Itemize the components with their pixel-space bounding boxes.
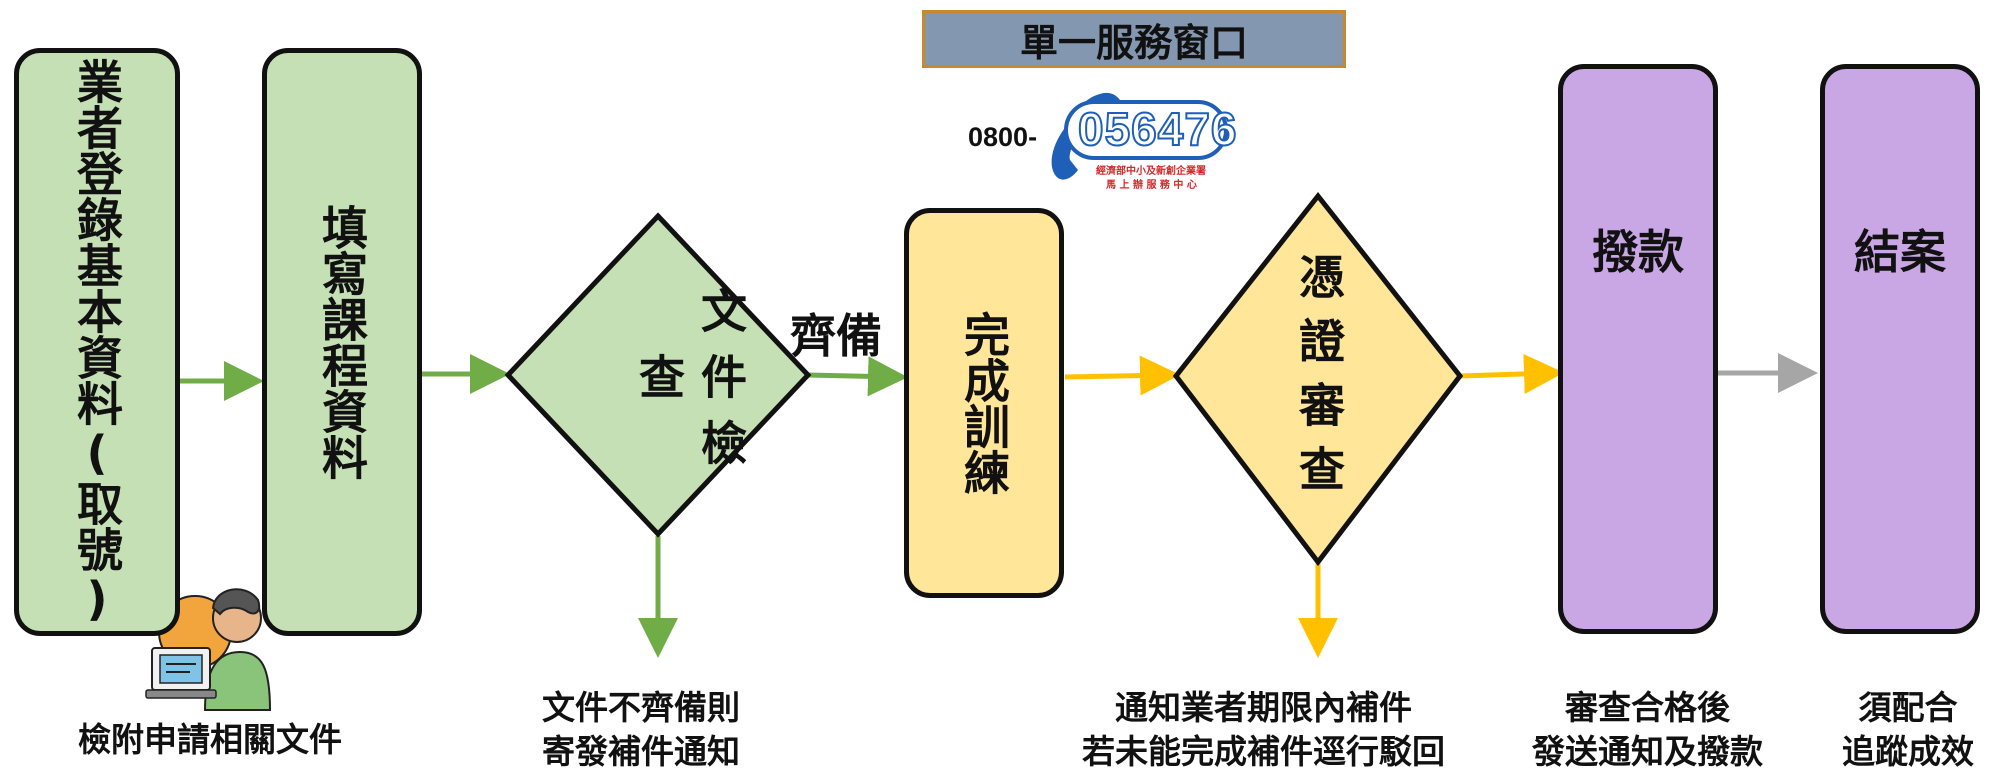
hotline-org-line2: 馬 上 辦 服 務 中 心: [1106, 180, 1197, 191]
arrow-check-to-training: [807, 356, 908, 397]
hotline-number: 056476: [1077, 102, 1238, 156]
caption-doc-incomplete: 文件不齊備則 寄發補件通知: [542, 686, 740, 774]
arrow-training-to-review: [1064, 355, 1180, 396]
caption-track-line2: 追蹤成效: [1842, 732, 1974, 771]
caption-notify-line2: 若未能完成補件逕行駁回: [1082, 732, 1445, 771]
doc-check-diamond: [504, 212, 812, 538]
hotline-prefix: 0800-: [968, 122, 1038, 152]
step-complete-training-box: 完成訓練: [904, 208, 1064, 598]
step-close-case-label: 結案: [1854, 225, 1946, 279]
phone-handset-icon: [1051, 92, 1123, 180]
caption-attach-docs: 檢附申請相關文件: [78, 720, 342, 759]
doc-check-label: 文件檢查: [632, 287, 748, 485]
voucher-review-label: 憑證審查: [1292, 253, 1346, 509]
caption-notify-line1: 通知業者期限內補件: [1115, 688, 1412, 727]
step-payment-label: 撥款: [1592, 225, 1684, 279]
caption-notify: 通知業者期限內補件 若未能完成補件逕行駁回: [1082, 686, 1445, 774]
caption-track: 須配合 追蹤成效: [1842, 686, 1974, 774]
single-service-window-title: 單一服務窗口: [922, 10, 1346, 68]
caption-approved-line2: 發送通知及撥款: [1532, 732, 1763, 771]
caption-approved-line1: 審查合格後: [1565, 688, 1730, 727]
step-payment-box: 撥款: [1558, 64, 1718, 634]
hotline-logo: 0800- 056476 經濟部中小及新創企業署 馬 上 辦 服 務 中 心: [968, 92, 1268, 192]
step-fill-course-box: 填寫課程資料: [262, 48, 422, 636]
step-register-label: 業者登錄基本資料(取號): [70, 58, 124, 626]
caption-doc-incomplete-line2: 寄發補件通知: [542, 732, 740, 771]
caption-approved: 審查合格後 發送通知及撥款: [1532, 686, 1763, 774]
hotline-number-pill: [1064, 100, 1228, 160]
step-fill-course-label: 填寫課程資料: [315, 204, 369, 480]
arrow-review-to-payment: [1459, 353, 1564, 394]
step-close-case-box: 結案: [1820, 64, 1980, 634]
hotline-org-line1: 經濟部中小及新創企業署: [1096, 166, 1206, 177]
voucher-review-diamond: [1172, 191, 1464, 567]
edge-label-complete: 齊備: [790, 309, 882, 363]
caption-doc-incomplete-line1: 文件不齊備則: [542, 688, 740, 727]
step-complete-training-label: 完成訓練: [957, 311, 1011, 495]
caption-track-line1: 須配合: [1858, 688, 1958, 727]
step-register-box: 業者登錄基本資料(取號): [14, 48, 180, 636]
